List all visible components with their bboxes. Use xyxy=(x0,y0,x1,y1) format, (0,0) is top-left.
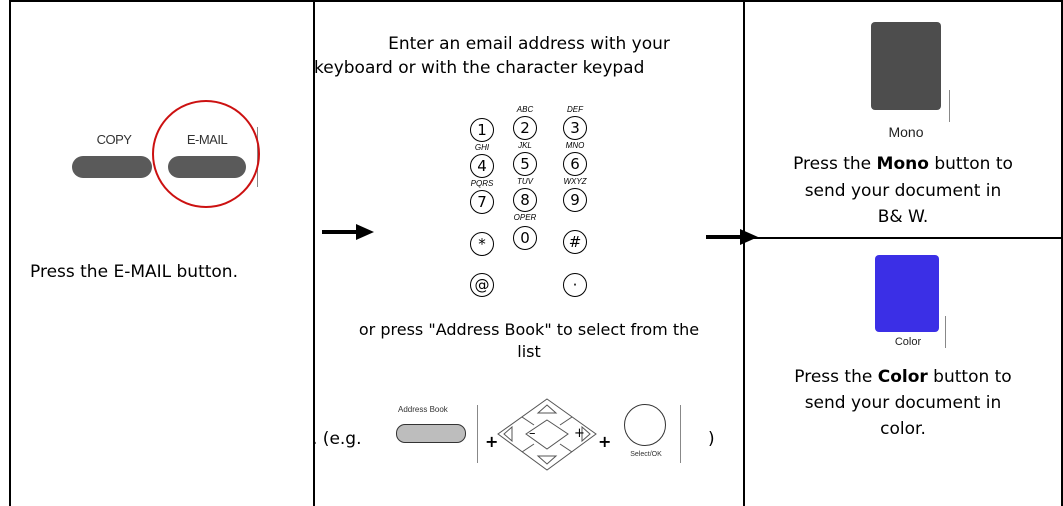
address-book-line1: or press "Address Book" to select from t… xyxy=(358,320,700,339)
email-highlight-circle xyxy=(152,100,260,208)
plus-sign-2: + xyxy=(598,432,612,451)
color-button[interactable] xyxy=(875,255,939,332)
key-7[interactable]: 7 xyxy=(470,190,494,214)
mono-instruction-line1: Press the Mono button to xyxy=(793,154,1013,174)
nav-plus: + xyxy=(574,426,585,441)
right-arrow-icon xyxy=(706,229,758,245)
key-letters-wxyz: WXYZ xyxy=(563,177,587,186)
step2-line2: keyboard or with the character keypad xyxy=(314,58,645,78)
key-8[interactable]: 8 xyxy=(513,188,537,212)
key-letters-mno: MNO xyxy=(565,141,585,150)
table-border-col1 xyxy=(313,0,315,506)
table-border-top xyxy=(9,0,1063,2)
color-label: Color xyxy=(894,336,922,348)
color-divider xyxy=(945,316,946,348)
key-letters-def: DEF xyxy=(567,105,583,114)
step2-line1: Enter an email address with your xyxy=(388,34,670,54)
mono-instruction-line2: send your document in xyxy=(804,181,1002,201)
step1-instruction: Press the E-MAIL button. xyxy=(30,262,238,282)
table-border-left xyxy=(9,0,11,506)
color-instruction-line2: send your document in xyxy=(804,393,1002,413)
ab-divider xyxy=(477,405,478,463)
select-ok-label: Select/OK xyxy=(630,451,662,458)
key-3[interactable]: 3 xyxy=(563,116,587,140)
key-letters-tuv: TUV xyxy=(517,177,533,186)
key-hash[interactable]: # xyxy=(563,230,587,254)
address-book-button[interactable] xyxy=(396,424,466,443)
example-suffix: ) xyxy=(708,429,715,449)
mono-label: Mono xyxy=(888,124,924,140)
key-letters-ghi: GHI xyxy=(474,143,490,152)
mono-button[interactable] xyxy=(871,22,941,110)
key-2[interactable]: 2 xyxy=(513,116,537,140)
color-instruction-line1: Press the Color button to xyxy=(794,367,1012,387)
table-border-col2 xyxy=(743,0,745,506)
nav-minus: – xyxy=(529,426,536,441)
key-letters-jkl: JKL xyxy=(518,141,532,150)
table-border-mid-right xyxy=(743,237,1063,239)
key-letters-oper: OPER xyxy=(513,213,537,222)
example-prefix: . (e.g. xyxy=(312,429,362,449)
key-9[interactable]: 9 xyxy=(563,188,587,212)
key-star[interactable]: * xyxy=(470,232,494,256)
mono-divider xyxy=(949,90,950,122)
key-4[interactable]: 4 xyxy=(470,154,494,178)
key-0[interactable]: 0 xyxy=(513,226,537,250)
address-book-line2: list xyxy=(517,342,541,361)
table-border-right xyxy=(1061,0,1063,506)
select-ok-button[interactable] xyxy=(624,404,666,446)
key-6[interactable]: 6 xyxy=(563,152,587,176)
copy-label: COPY xyxy=(96,132,132,147)
key-1[interactable]: 1 xyxy=(470,118,494,142)
plus-sign-1: + xyxy=(485,432,499,451)
address-book-label: Address Book xyxy=(398,405,448,414)
right-arrow-icon xyxy=(322,224,374,240)
mono-instruction-line3: B& W. xyxy=(877,207,929,227)
key-dot[interactable]: · xyxy=(563,273,587,297)
color-instruction-line3: color. xyxy=(880,419,926,439)
key-letters-abc: ABC xyxy=(516,105,534,114)
key-letters-pqrs: PQRS xyxy=(470,179,494,188)
copy-button[interactable] xyxy=(72,156,152,178)
navigation-pad-icon[interactable] xyxy=(496,397,598,472)
key-5[interactable]: 5 xyxy=(513,152,537,176)
ok-divider xyxy=(680,405,681,463)
key-at[interactable]: @ xyxy=(470,273,494,297)
